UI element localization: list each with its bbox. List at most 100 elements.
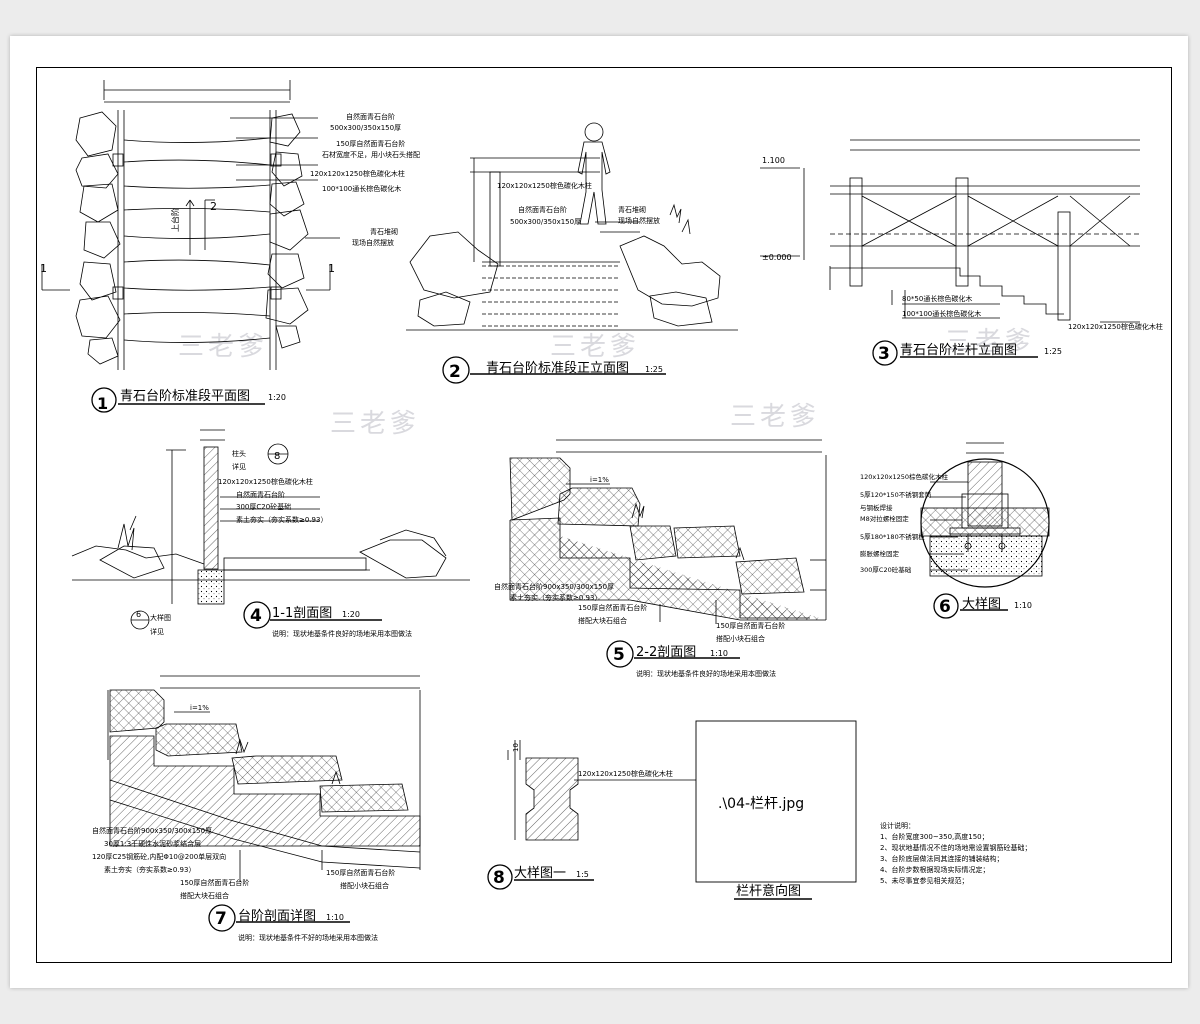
watermark: 三老爹 [945, 327, 1035, 357]
note: 柱头 [232, 449, 246, 458]
note: 120x120x1250棕色碳化木柱 [310, 169, 405, 178]
detail-title: 台阶剖面详图 [238, 909, 316, 924]
note: 30厚1:3干硬性水泥砂浆结合层 [104, 839, 201, 848]
railing-image-frame: .\04-栏杆.jpg 栏杆意向图 [695, 720, 857, 900]
detail-2-elevation [406, 122, 738, 384]
cut-label: 1 [40, 262, 47, 275]
detail-scale: 1:20 [268, 393, 286, 402]
note: 膨胀螺栓固定 [860, 549, 900, 558]
detail-7-section [107, 675, 421, 932]
note: 150厚自然面青石台阶 [326, 868, 395, 877]
detail-number: 4 [250, 606, 262, 626]
detail-scale: 1:10 [710, 649, 728, 658]
note: 素土夯实（夯实系数≥0.93） [236, 515, 327, 524]
note: 自然面青石台阶 [518, 205, 567, 214]
note: 5厚180*180不锈钢板 [860, 532, 925, 541]
note: 120厚C25钢筋砼,内配Φ10@200单层双向 [92, 852, 226, 861]
note: 500x300/350x150厚 [510, 218, 581, 226]
dimension: 10 [512, 743, 520, 752]
note: 300厚C20砼基础 [236, 502, 291, 511]
note: 120x120x1250棕色碳化木柱 [218, 477, 313, 486]
note: 详见 [150, 627, 164, 636]
level-mark: 1.100 [762, 156, 785, 165]
watermark: 三老爹 [330, 409, 420, 439]
notes-item: 3、台阶底层做法同其连接的铺装结构； [880, 854, 1003, 863]
note: 150厚自然面青石台阶 [180, 878, 249, 887]
detail-title: 1-1剖面图 [272, 606, 332, 621]
detail-3-railing [760, 139, 1140, 366]
detail-4-section [71, 429, 470, 630]
note: 120x120x1250棕色碳化木柱 [578, 769, 673, 778]
design-notes: 设计说明： 1、台阶宽度300~350,高度150； 2、现状地基情况不佳的场地… [880, 821, 1031, 885]
cut-label: 1 [328, 262, 335, 275]
note: 搭配小块石组合 [716, 634, 765, 643]
detail-ref: 8 [274, 451, 280, 462]
slope-mark: i=1% [190, 704, 209, 712]
detail-5-section [509, 439, 827, 668]
detail-8-post [487, 740, 696, 890]
detail-1-plan [41, 80, 340, 413]
detail-number: 2 [449, 362, 461, 382]
detail-title: 青石台阶标准段正立面图 [486, 361, 629, 376]
detail-ref: 6 [136, 610, 141, 619]
detail-number: 3 [878, 344, 890, 364]
detail-number: 8 [493, 868, 505, 888]
detail-number: 5 [613, 645, 625, 665]
note: 现场自然摆放 [618, 216, 660, 225]
detail-title: 大样图一 [514, 866, 566, 881]
detail-scale: 1:10 [1014, 601, 1032, 610]
image-placeholder: .\04-栏杆.jpg [718, 796, 804, 812]
detail-title: 青石台阶栏杆立面图 [900, 343, 1017, 358]
detail-scale: 1:25 [1044, 347, 1062, 356]
note: 100*100通长棕色碳化木 [902, 309, 981, 318]
notes-item: 5、未尽事宜参见相关规范； [880, 876, 968, 885]
note: 青石堆砌 [618, 205, 646, 214]
note: 详见 [232, 462, 246, 471]
note: 石材宽度不足，用小块石头搭配 [322, 150, 420, 159]
note: 120x120x1250棕色碳化木柱 [1068, 322, 1163, 331]
note: M8对拉螺栓固定 [860, 514, 909, 523]
detail-6-detail [920, 442, 1050, 619]
detail-number: 1 [97, 394, 108, 413]
note: 500x300/350x150厚 [330, 124, 401, 132]
detail-scale: 1:10 [326, 913, 344, 922]
note: 100*100通长棕色碳化木 [322, 184, 401, 193]
watermark: 三老爹 [178, 332, 268, 362]
detail-title: 青石台阶标准段平面图 [120, 389, 250, 404]
note: 120x120x1250棕色碳化木柱 [497, 181, 592, 190]
note: 大样图 [150, 613, 171, 622]
watermark: 三老爹 [550, 332, 640, 362]
cut-label: 2 [210, 200, 217, 213]
notes-item: 4、台阶步数根据现场实际情况定； [880, 865, 989, 874]
note: 150厚自然面青石台阶 [716, 621, 785, 630]
detail-title: 2-2剖面图 [636, 645, 696, 660]
note: 自然面青石台阶900x350/300x150厚 [92, 826, 212, 835]
detail-number: 7 [215, 909, 227, 929]
note: 自然面青石台阶 [346, 112, 395, 121]
note: 自然面青石台阶 [236, 490, 285, 499]
stair-label: 上台阶 [170, 208, 180, 232]
note: 120x120x1250棕色碳化木柱 [860, 472, 949, 481]
notes-item: 1、台阶宽度300~350,高度150； [880, 832, 989, 841]
detail-title: 大样图 [962, 597, 1001, 612]
detail-scale: 1:5 [576, 870, 589, 879]
note: 5厚120*150不锈钢套筒 [860, 490, 932, 499]
note: 80*50通长棕色碳化木 [902, 294, 972, 303]
watermark: 三老爹 [730, 402, 820, 432]
note: 300厚C20砼基础 [860, 565, 912, 574]
drawing-frame [36, 67, 1172, 963]
note: 现场自然摆放 [352, 238, 394, 247]
note: 150厚自然面青石台阶 [336, 139, 405, 148]
detail-number: 6 [939, 597, 951, 617]
detail-scale: 1:20 [342, 610, 360, 619]
level-mark: ±0.000 [762, 253, 792, 262]
remark: 说明：现状地基条件不好的场地采用本图做法 [238, 933, 378, 942]
note: 搭配小块石组合 [340, 881, 389, 890]
note: 素土夯实（夯实系数≥0.93） [510, 593, 601, 602]
slope-mark: i=1% [590, 476, 609, 484]
remark: 说明：现状地基条件良好的场地采用本图做法 [272, 629, 412, 638]
note: 与钢板焊接 [860, 503, 893, 512]
watermarks: 三老爹 三老爹 三老爹 三老爹 三老爹 [178, 327, 1035, 439]
note: 自然面青石台阶900x350/300x150厚 [494, 582, 614, 591]
